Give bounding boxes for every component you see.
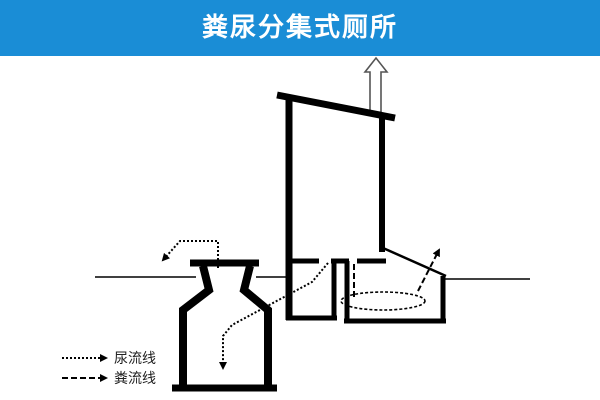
legend-feces-label: 粪流线 bbox=[114, 371, 156, 387]
feces-pile bbox=[340, 291, 426, 311]
title-banner: 粪尿分集式厕所 bbox=[0, 0, 600, 56]
urine-tank-overflow bbox=[161, 240, 219, 268]
legend-urine-label: 尿流线 bbox=[114, 351, 156, 367]
tank-right-wall bbox=[239, 265, 272, 386]
roof bbox=[276, 91, 396, 122]
vent-pipe-icon bbox=[363, 56, 389, 114]
urine-flow-to-tank bbox=[219, 262, 329, 370]
feces-flow-out bbox=[417, 248, 440, 292]
tank-left-wall bbox=[179, 265, 214, 386]
legend: 尿流线 粪流线 bbox=[62, 351, 156, 387]
feces-chamber-cover bbox=[382, 246, 447, 278]
page-title: 粪尿分集式厕所 bbox=[201, 13, 398, 43]
